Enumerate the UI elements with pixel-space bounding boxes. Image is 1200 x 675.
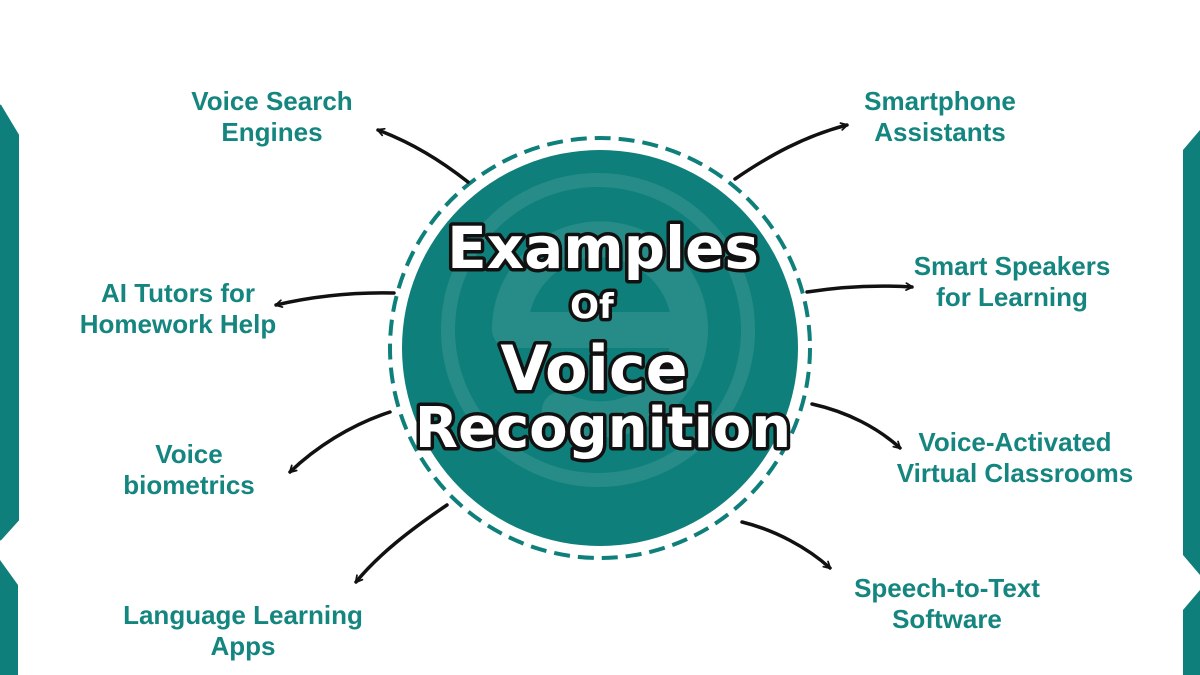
center-title-line2: Of — [570, 287, 615, 327]
arrow-voice-biometrics — [288, 410, 392, 474]
e-logo-watermark — [441, 173, 755, 487]
label-line: Assistants — [874, 117, 1006, 147]
center-title-line1: Examples — [447, 214, 759, 282]
label-line: Smart Speakers — [913, 251, 1111, 281]
right-edge-decoration — [1183, 130, 1200, 675]
label-voice-search-engines: Voice Search Engines — [191, 86, 352, 148]
center-node: Examples Of Voice Recognition — [388, 136, 812, 560]
label-line: for Learning — [936, 282, 1088, 312]
label-smartphone-assistants: Smartphone Assistants — [864, 86, 1016, 148]
label-line: Language Learning — [123, 600, 363, 630]
arrow-voice-search-engines — [376, 127, 470, 184]
label-ai-tutors: AI Tutors for Homework Help — [80, 278, 277, 340]
center-disc — [402, 150, 798, 546]
arrow-smart-speakers — [805, 282, 914, 294]
label-line: Smartphone — [864, 86, 1016, 116]
center-title-line3: Voice — [500, 332, 687, 405]
label-line: AI Tutors for — [100, 278, 256, 308]
arrow-speech-to-text — [740, 520, 832, 570]
arrows — [274, 122, 914, 584]
label-line: Apps — [210, 631, 276, 661]
arrow-virtual-classrooms — [810, 402, 902, 450]
left-edge-decoration — [0, 104, 19, 675]
label-line: Homework Help — [79, 309, 277, 339]
label-speech-to-text: Speech-to-Text Software — [854, 573, 1040, 635]
label-line: Voice — [155, 439, 223, 469]
label-virtual-classrooms: Voice-Activated Virtual Classrooms — [897, 427, 1134, 489]
label-line: Engines — [221, 117, 323, 147]
label-voice-biometrics: Voice biometrics — [123, 439, 255, 501]
label-language-learning-apps: Language Learning Apps — [123, 600, 363, 662]
center-title-line4: Recognition — [415, 396, 791, 461]
label-smart-speakers: Smart Speakers for Learning — [914, 251, 1111, 313]
arrow-language-learning-apps — [354, 503, 449, 584]
label-line: Software — [892, 604, 1002, 634]
arrow-smartphone-assistants — [733, 122, 849, 181]
label-line: Virtual Classrooms — [896, 458, 1134, 488]
label-line: Voice Search — [191, 86, 353, 116]
label-line: biometrics — [123, 470, 255, 500]
arrow-ai-tutors — [274, 291, 396, 308]
label-line: Speech-to-Text — [854, 573, 1040, 603]
label-line: Voice-Activated — [918, 427, 1112, 457]
